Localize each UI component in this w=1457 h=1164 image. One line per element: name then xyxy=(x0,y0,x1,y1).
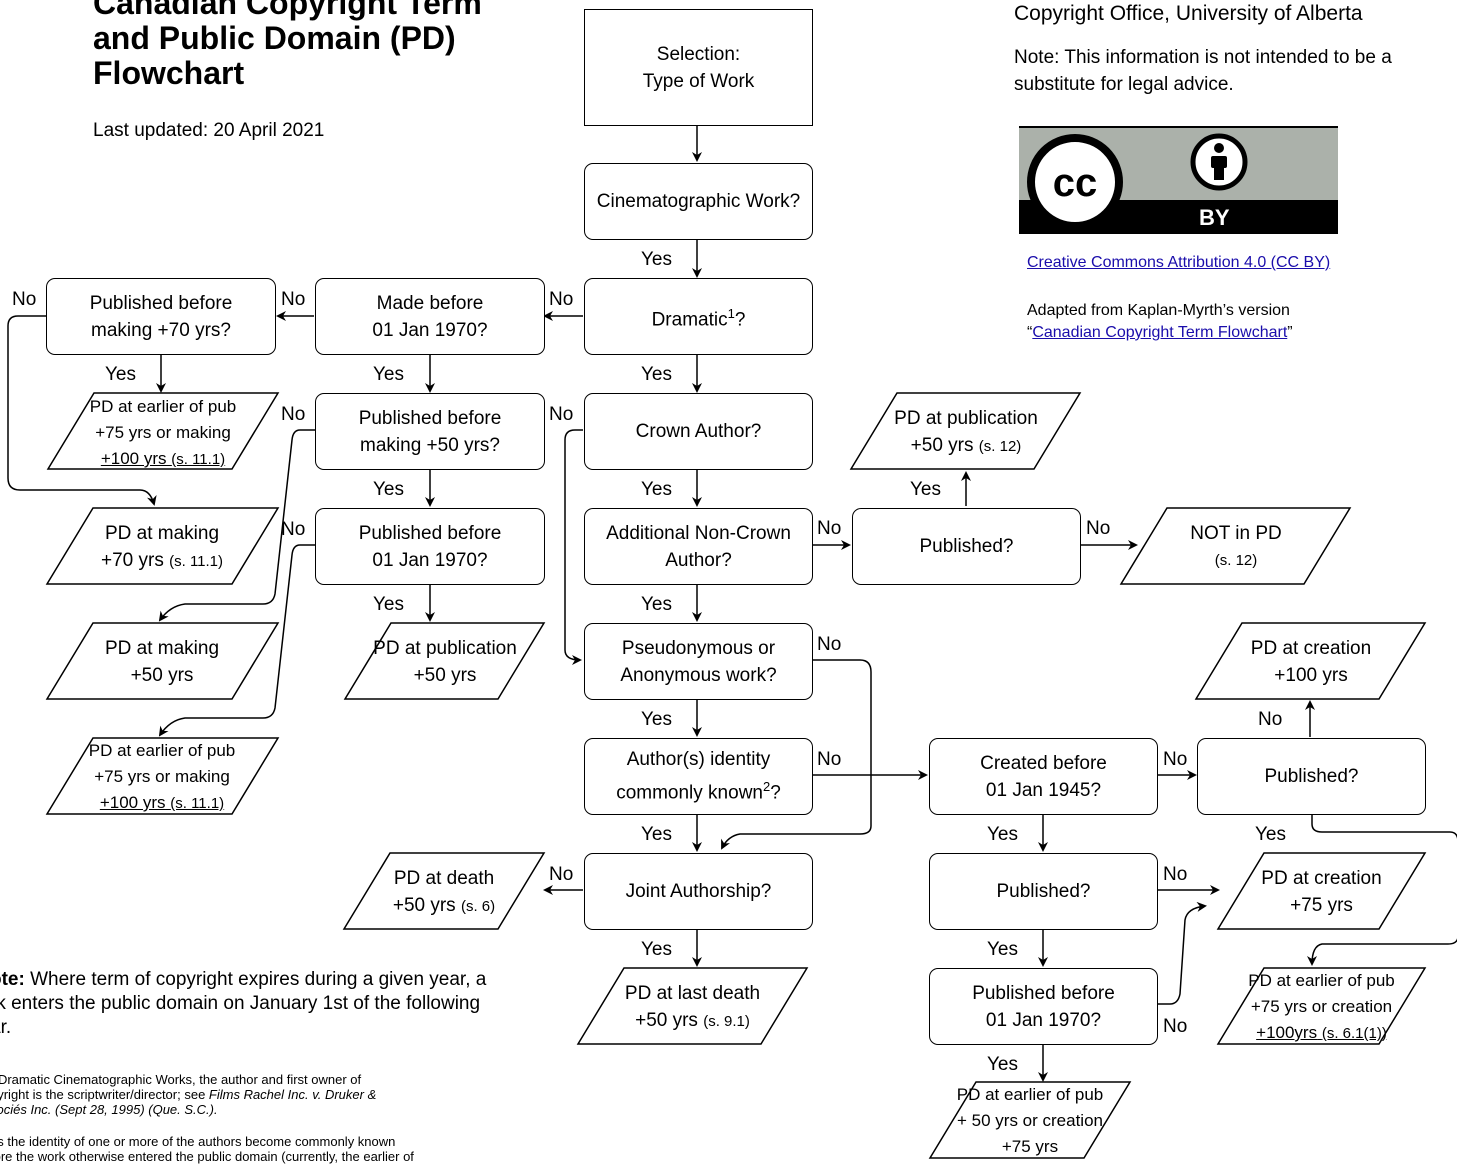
yes-label: Yes xyxy=(641,939,672,960)
legal-note: Note: This information is not intended t… xyxy=(1014,47,1392,95)
pd-earlier-making-100-a: PD at earlier of pub+75 yrs or making +1… xyxy=(89,397,237,468)
yes-label: Yes xyxy=(105,364,136,385)
office-name: Copyright Office, University of Alberta xyxy=(1014,2,1363,25)
cc-icon: cc xyxy=(1027,134,1123,230)
last-updated: Last updated: 20 April 2021 xyxy=(93,120,325,141)
pd-creation-75: PD at creation+75 yrs xyxy=(1261,868,1382,916)
pd-death-50: PD at death+50 yrs (s. 6) xyxy=(392,868,496,916)
no-label: No xyxy=(1086,518,1111,539)
pd-earlier-creation-100: PD at earlier of pub+75 yrs or creation … xyxy=(1248,971,1395,1042)
yes-label: Yes xyxy=(641,249,672,270)
pd-earlier-making-100-b: PD at earlier of pub+75 yrs or making +1… xyxy=(88,741,236,812)
page-title: Canadian Copyright Term and Public Domai… xyxy=(93,0,482,91)
published-node-created: Published? xyxy=(929,853,1158,930)
no-label: No xyxy=(281,519,306,540)
adapted-from-note: Adapted from Kaplan-Myrth’s version “Can… xyxy=(1027,302,1293,341)
cinematographic-node: Cinematographic Work? xyxy=(584,163,813,240)
yes-label: Yes xyxy=(641,594,672,615)
yes-label: Yes xyxy=(373,364,404,385)
pd-last-death-50: PD at last death+50 yrs (s. 9.1) xyxy=(624,983,761,1031)
dramatic-node: Dramatic1? xyxy=(584,278,813,355)
yes-label: Yes xyxy=(910,479,941,500)
no-label: No xyxy=(1258,709,1283,730)
yes-label: Yes xyxy=(373,479,404,500)
pd-publication-50-s12: PD at publication+50 yrs (s. 12) xyxy=(894,408,1038,456)
published-node-crown: Published? xyxy=(852,508,1081,585)
yes-label: Yes xyxy=(641,364,672,385)
selection-node: Selection:Type of Work xyxy=(584,9,813,126)
no-label: No xyxy=(1163,864,1188,885)
pd-making-50: PD at making+50 yrs xyxy=(104,638,220,686)
cc-by-logo: cc BY xyxy=(1019,126,1338,234)
yes-label: Yes xyxy=(987,939,1018,960)
yes-label: Yes xyxy=(373,594,404,615)
kaplan-myrth-link[interactable]: Canadian Copyright Term Flowchart xyxy=(1032,324,1288,341)
no-label: No xyxy=(549,289,574,310)
joint-authorship-node: Joint Authorship? xyxy=(584,853,813,930)
yes-label: Yes xyxy=(641,709,672,730)
no-label: No xyxy=(1163,1016,1188,1037)
no-label: No xyxy=(817,518,842,539)
yes-label: Yes xyxy=(1255,824,1286,845)
cc-license-link[interactable]: Creative Commons Attribution 4.0 (CC BY) xyxy=(1027,254,1331,271)
yes-label: Yes xyxy=(987,824,1018,845)
not-in-pd: NOT in PD(s. 12) xyxy=(1190,523,1282,569)
no-label: No xyxy=(281,289,306,310)
svg-text:cc: cc xyxy=(1053,161,1098,205)
by-label: BY xyxy=(1199,205,1230,230)
crown-author-node: Crown Author? xyxy=(584,393,813,470)
yes-label: Yes xyxy=(641,479,672,500)
no-label: No xyxy=(1163,749,1188,770)
pd-publication-50: PD at publication+50 yrs xyxy=(373,638,517,686)
pd-earlier-creation-75: PD at earlier of pub+ 50 yrs or creation… xyxy=(956,1085,1104,1156)
yes-label: Yes xyxy=(987,1054,1018,1075)
no-label: No xyxy=(12,289,37,310)
pd-making-70: PD at making+70 yrs (s. 11.1) xyxy=(100,523,224,571)
term-expiry-note: ote: Where term of copyright expires dur… xyxy=(0,969,487,1038)
no-label: No xyxy=(817,749,842,770)
no-label: No xyxy=(549,404,574,425)
pd-creation-100: PD at creation+100 yrs xyxy=(1250,638,1372,686)
no-label: No xyxy=(281,404,306,425)
published-node-pre1945: Published? xyxy=(1197,738,1426,815)
yes-label: Yes xyxy=(641,824,672,845)
no-label: No xyxy=(549,864,574,885)
footnote-1: r Dramatic Cinematographic Works, the au… xyxy=(0,1072,377,1117)
identity-known-node: Author(s) identity commonly known2? xyxy=(584,738,813,815)
no-label: No xyxy=(817,634,842,655)
attribution-person-icon xyxy=(1190,133,1248,191)
